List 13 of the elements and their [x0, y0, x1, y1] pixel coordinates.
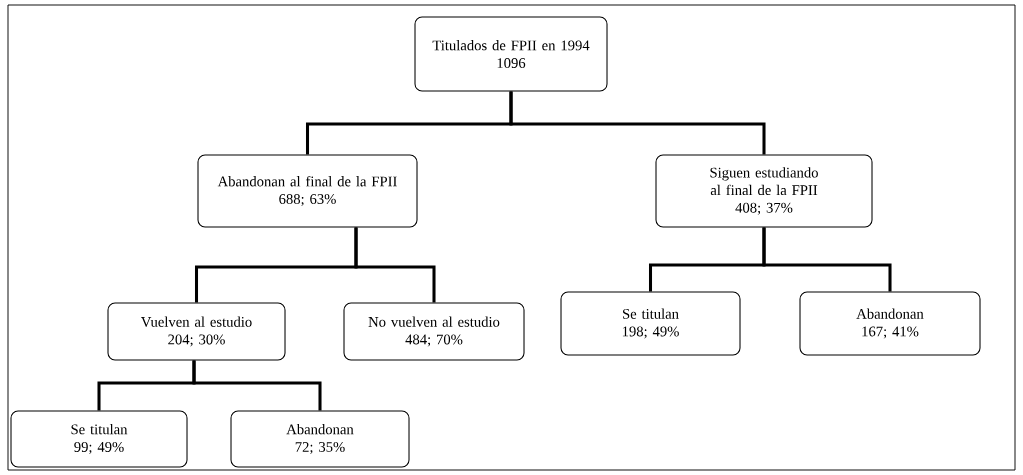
connector-line — [509, 91, 766, 155]
tree-box: Siguen estudiando al final de la FPII 408; 37% — [655, 154, 873, 228]
connector-line — [192, 360, 322, 411]
connector-line — [354, 227, 436, 303]
tree-box: Abandonan al final de la FPII 688; 63% — [197, 154, 418, 228]
tree-box: Abandonan 72; 35% — [230, 410, 410, 468]
tree-box: Se titulan 198; 49% — [560, 291, 741, 356]
tree-box: Abandonan 167; 41% — [799, 291, 981, 356]
connector-line — [762, 227, 892, 292]
tree-box: Se titulan 99; 49% — [10, 410, 188, 468]
tree-box: Vuelven al estudio 204; 30% — [107, 302, 286, 361]
tree-box: No vuelven al estudio 484; 70% — [343, 302, 525, 361]
tree-box: Titulados de FPII en 1994 1096 — [414, 16, 608, 92]
